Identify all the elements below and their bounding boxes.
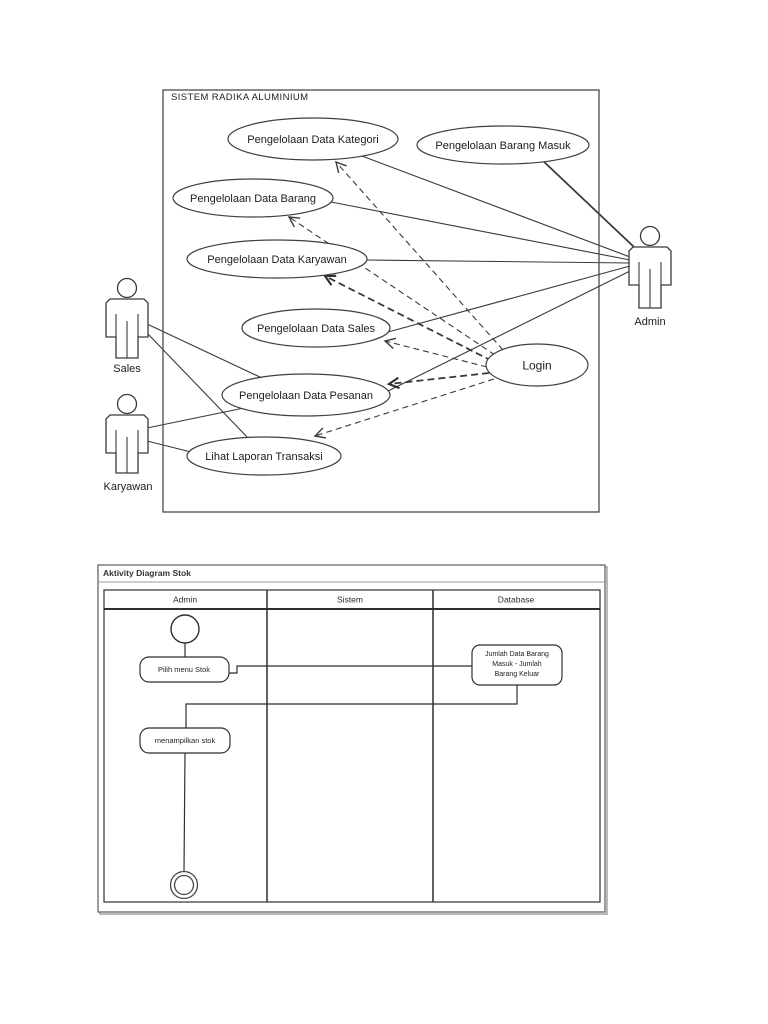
swimlane-table	[103, 589, 601, 903]
assoc-salesuc-admin	[387, 265, 631, 333]
assoc-karyawanuc-admin	[365, 259, 631, 264]
usecase-label-lihat: Lihat Laporan Transaksi	[205, 450, 323, 463]
include-login-lihat	[313, 378, 495, 439]
flow-jumlah-to-menampilkan	[185, 685, 518, 728]
include-login-karyawanuc	[323, 274, 493, 362]
actor-karyawan-label: Karyawan	[103, 480, 153, 493]
actor-karyawan-icon	[105, 393, 149, 474]
usecase-label-sales: Pengelolaan Data Sales	[256, 322, 376, 335]
assoc-barang-admin	[330, 201, 631, 261]
system-boundary-box	[162, 89, 600, 513]
end-node-inner	[173, 874, 195, 896]
usecase-pengelolaan-data-karyawan	[186, 239, 368, 279]
assoc-karyawan-lihat	[146, 440, 192, 453]
lane-header-admin: Admin	[172, 594, 198, 605]
usecase-diagram-title: SISTEM RADIKA ALUMINIUM	[171, 92, 309, 103]
usecase-login	[485, 343, 589, 387]
usecase-label-barang: Pengelolaan Data Barang	[190, 192, 316, 205]
flow-pilih-to-jumlah	[229, 665, 472, 674]
actor-admin-icon	[628, 225, 672, 309]
usecase-label-login: Login	[522, 358, 552, 373]
usecase-pengelolaan-data-sales	[241, 308, 391, 348]
include-login-kategori	[335, 160, 504, 351]
lane-header-sistem: Sistem	[337, 594, 363, 605]
action-jumlah-data-barang	[471, 644, 563, 686]
usecase-lihat-laporan-transaksi	[186, 436, 342, 476]
actor-sales-label: Sales	[113, 362, 141, 375]
start-node	[170, 614, 200, 644]
usecase-label-pesanan: Pengelolaan Data Pesanan	[239, 389, 373, 402]
include-login-barang	[287, 216, 496, 356]
action-pilih-menu-stok	[139, 656, 230, 683]
usecase-pengelolaan-data-kategori	[227, 117, 399, 161]
usecase-pengelolaan-data-pesanan	[221, 373, 391, 417]
action-label-menampilkan-stok: menampilkan stok	[154, 735, 216, 745]
action-label-jumlah-data-barang: Jumlah Data Barang Masuk - Jumlah Barang…	[485, 650, 549, 679]
activity-diagram-title: Aktivity Diagram Stok	[103, 568, 191, 578]
usecase-label-karyawan: Pengelolaan Data Karyawan	[207, 253, 347, 266]
include-login-salesuc	[383, 337, 488, 368]
assoc-kategori-admin	[361, 155, 631, 258]
include-login-pesanan	[386, 372, 490, 390]
usecase-pengelolaan-barang-masuk	[416, 125, 590, 165]
actor-sales-icon	[105, 277, 149, 359]
action-label-pilih-menu-stok: Pilih menu Stok	[157, 664, 211, 674]
flow-menampilkan-to-end	[183, 752, 186, 872]
assoc-sales-lihat	[146, 332, 250, 440]
lane-header-database: Database	[497, 594, 535, 605]
actor-admin-label: Admin	[634, 315, 666, 328]
assoc-sales-pesanan	[146, 323, 263, 379]
usecase-pengelolaan-data-barang	[172, 178, 334, 218]
assoc-barangmasuk-admin	[540, 158, 635, 248]
usecase-label-kategori: Pengelolaan Data Kategori	[247, 133, 379, 146]
usecase-label-barang-masuk: Pengelolaan Barang Masuk	[435, 139, 571, 152]
assoc-pesanan-admin	[387, 270, 631, 392]
action-menampilkan-stok	[139, 727, 231, 754]
